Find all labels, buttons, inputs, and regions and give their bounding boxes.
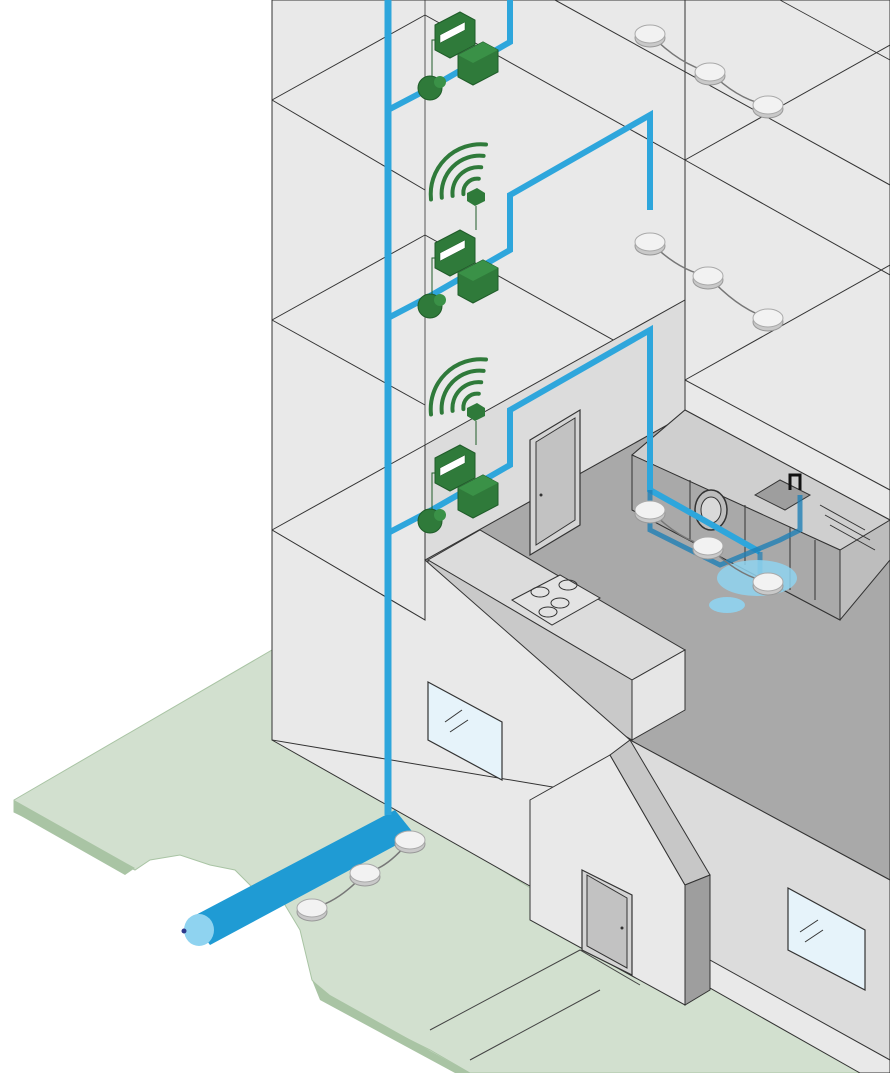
shutoff-valve-icon [457, 259, 499, 304]
water-meter-icon [434, 444, 476, 492]
faucet-icon [788, 473, 802, 490]
floor-meter-unit [417, 11, 499, 101]
leak-sensor-icon [692, 266, 724, 290]
window-right-icon [787, 886, 866, 991]
leak-sensor-icon [692, 536, 724, 560]
leak-sensor-chain [634, 24, 784, 119]
leak-sensor-icon [634, 24, 666, 48]
floor-meter-unit [417, 142, 499, 319]
water-meter-icon [434, 229, 476, 277]
leak-sensor-icon [634, 232, 666, 256]
leak-sensor-icon [394, 830, 426, 854]
metering-devices [417, 11, 499, 534]
leak-sensors [296, 24, 784, 922]
shutoff-valve-icon [457, 41, 499, 86]
leak-sensor-icon [752, 95, 784, 119]
stove-icon [510, 574, 602, 626]
leak-sensor-icon [752, 308, 784, 332]
leak-sensor-icon [296, 898, 328, 922]
leak-sensor-chain [296, 830, 426, 922]
wireless-signal-icon [428, 142, 488, 230]
entrance-door-icon [581, 869, 633, 976]
leak-sensor-icon [634, 500, 666, 524]
leak-sensor-icon [349, 863, 381, 887]
floor-meter-unit [417, 357, 499, 534]
leak-sensor-chain [634, 232, 784, 332]
wireless-signal-icon [428, 357, 488, 445]
building-lower-exterior [271, 529, 890, 1061]
shutoff-valve-icon [457, 474, 499, 519]
leak-sensor-icon [694, 62, 726, 86]
leak-sensor-chain [634, 500, 784, 596]
door-icon [529, 408, 581, 557]
window-icon [427, 680, 503, 782]
water-meter-icon [434, 11, 476, 59]
leak-sensor-icon [752, 572, 784, 596]
